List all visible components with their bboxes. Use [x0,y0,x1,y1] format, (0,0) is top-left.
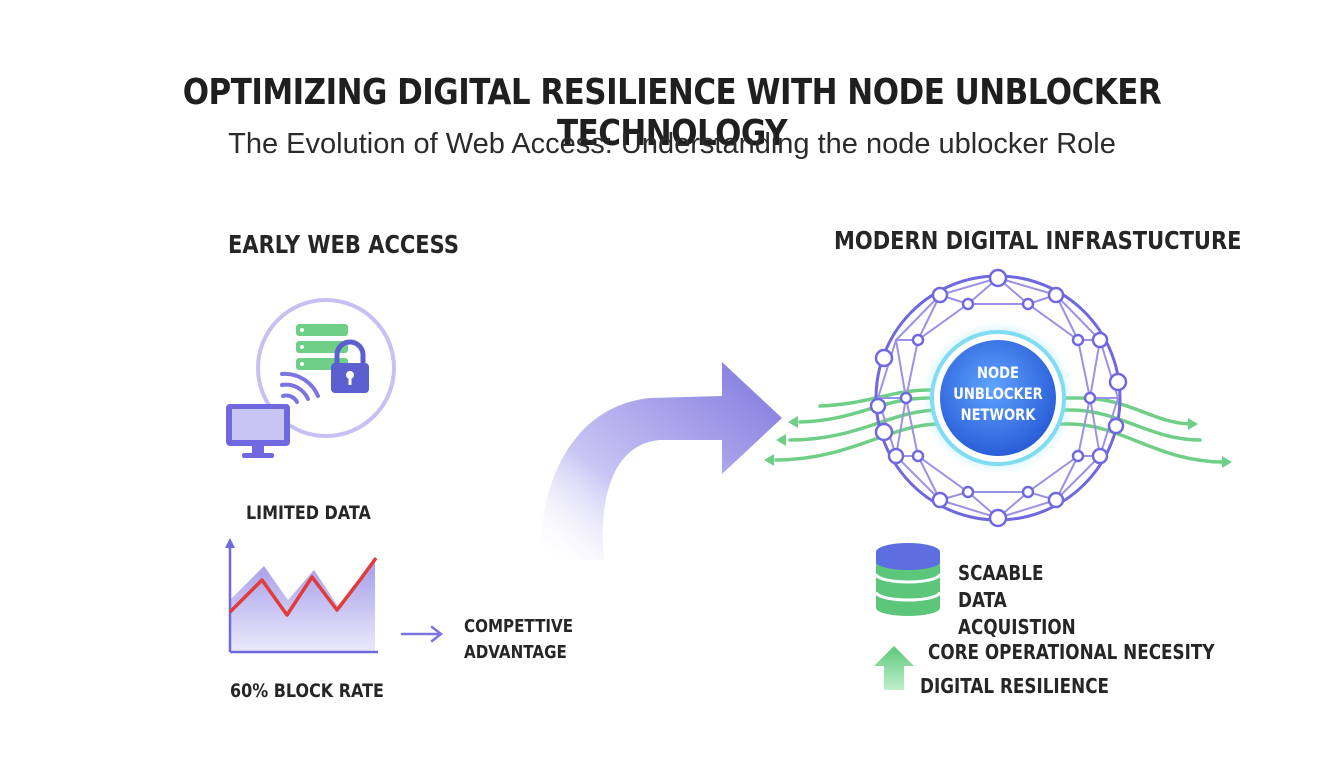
hub-line-2: UNBLOCKER [953,384,1043,403]
page-title: OPTIMIZING DIGITAL RESILIENCE WITH NODE … [182,72,1162,154]
modern-infrastructure-heading: MODERN DIGITAL INFRASTUCTURE [834,226,1242,255]
server-lock-group [226,298,396,458]
scalable-data-label: SCAABLE DATA ACQUISTION [958,561,1076,639]
network-globe-icon [764,268,1232,528]
digital-resilience-label: DIGITAL RESILIENCE [920,674,1110,698]
up-arrow-icon [874,646,914,690]
server-icon [296,324,348,370]
wifi-icon [280,371,320,404]
transition-arrow [540,362,782,560]
line-chart-icon [225,538,378,654]
monitor-icon [226,404,290,458]
chart-area [230,560,375,652]
database-icon [874,543,942,616]
hub-line-3: NETWORK [960,405,1036,424]
chart-red-line [228,556,378,617]
lock-icon [331,339,369,393]
competitive-advantage-label: COMPETTIVE ADVANTAGE [464,616,574,663]
hub-line-1: NODE [977,363,1019,382]
core-necessity-label: CORE OPERATIONAL NECESITY [928,640,1215,664]
page-subtitle: The Evolution of Web Access: Understandi… [228,128,1116,160]
hub-core [940,340,1056,456]
block-rate-label: 60% BLOCK RATE [230,680,384,702]
early-web-access-heading: EARLY WEB ACCESS [228,230,459,259]
small-right-arrow [400,625,444,643]
hub-label: NODE UNBLOCKER NETWORK [949,362,1047,425]
limited-data-label: LIMITED DATA [246,502,371,524]
